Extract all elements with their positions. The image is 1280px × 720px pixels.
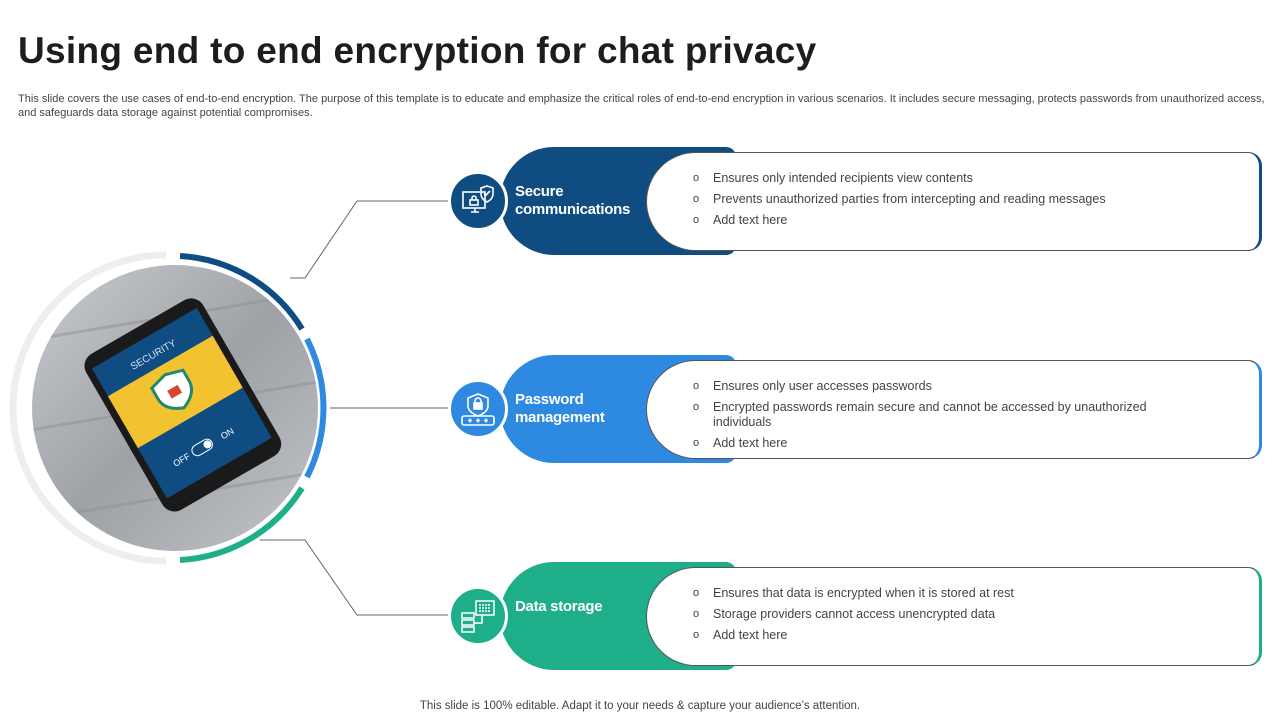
item-card: Ensures that data is encrypted when it i… — [646, 567, 1262, 666]
item-password-management: Password management Ensures only user ac… — [446, 355, 1266, 463]
item-label: Data storage — [515, 598, 603, 615]
item-card: Ensures only intended recipients view co… — [646, 152, 1262, 251]
connector-line — [260, 539, 448, 616]
bullet: Add text here — [693, 213, 1193, 228]
slide-description: This slide covers the use cases of end-t… — [18, 93, 1265, 119]
monitor-lock-shield-icon — [448, 171, 508, 231]
ring-blue — [304, 337, 327, 479]
bullet: Ensures only user accesses passwords — [693, 379, 1193, 394]
bullet: Storage providers cannot access unencryp… — [693, 607, 1193, 622]
item-label: Secure communications — [515, 183, 630, 218]
bullet: Ensures that data is encrypted when it i… — [693, 586, 1193, 601]
bullet: Encrypted passwords remain secure and ca… — [693, 400, 1193, 430]
item-data-storage: Data storage Ensures that data is encryp… — [446, 562, 1266, 670]
phone-photo: SECURITY OFF ON — [32, 265, 318, 551]
bullet: Ensures only intended recipients view co… — [693, 171, 1193, 186]
item-secure-communications: Secure communications Ensures only inten… — [446, 147, 1266, 255]
server-binary-icon — [448, 586, 508, 646]
bullet: Add text here — [693, 628, 1193, 643]
page-title: Using end to end encryption for chat pri… — [18, 30, 817, 71]
bullet: Add text here — [693, 436, 1193, 451]
footer-note: This slide is 100% editable. Adapt it to… — [419, 700, 861, 712]
ring-dark-blue — [179, 253, 305, 331]
bullet: Prevents unauthorized parties from inter… — [693, 192, 1193, 207]
item-card: Ensures only user accesses passwordsEncr… — [646, 360, 1262, 459]
connector-line — [290, 200, 448, 279]
shield-lock-password-icon — [448, 379, 508, 439]
item-label: Password management — [515, 391, 605, 426]
ring-green — [179, 486, 305, 563]
ring-gray — [9, 251, 167, 565]
